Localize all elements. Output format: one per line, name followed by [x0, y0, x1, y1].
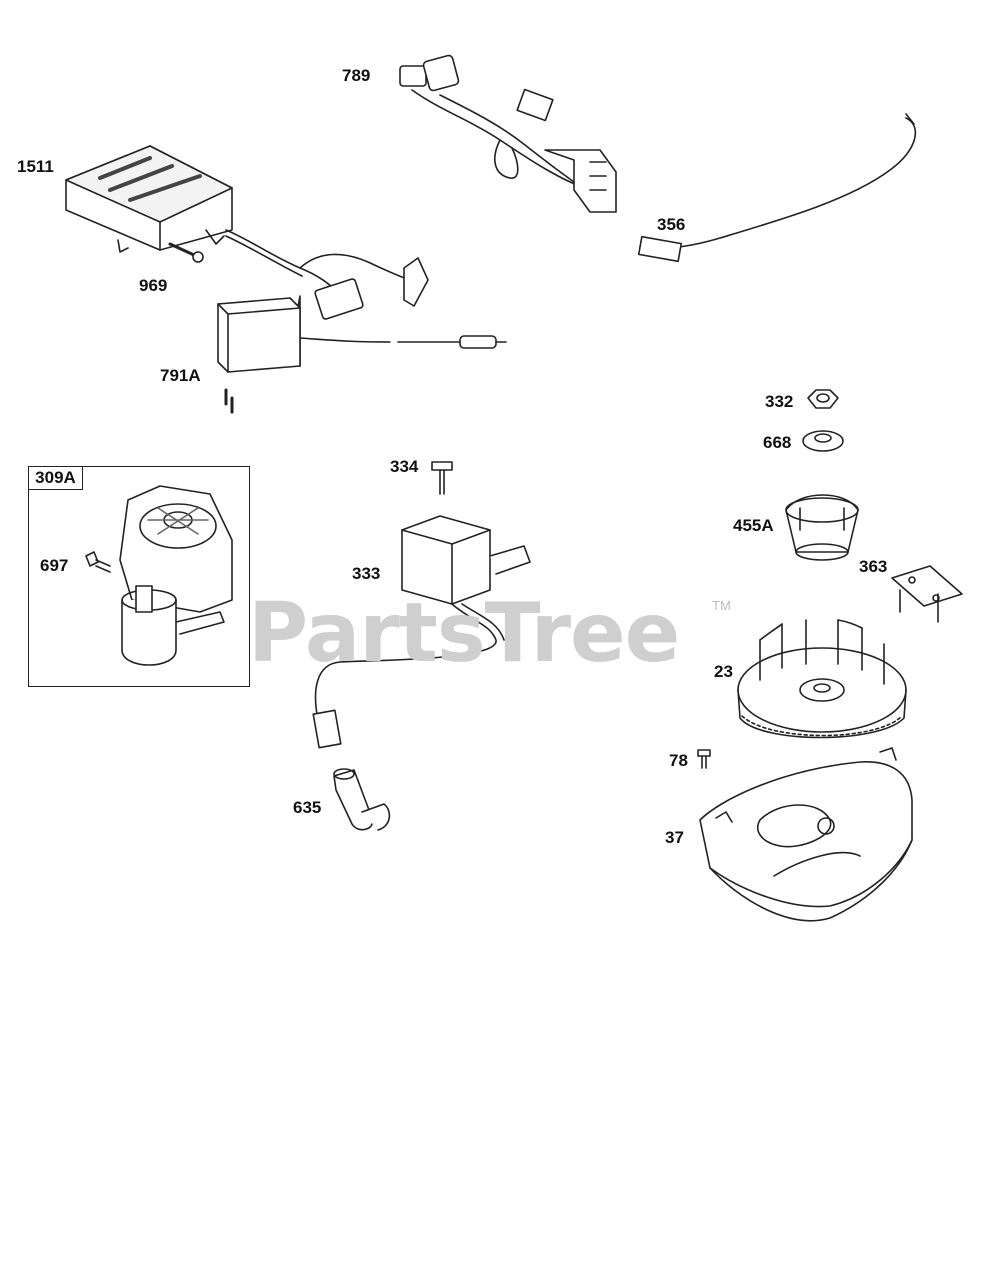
label-37[interactable]: 37 — [665, 828, 684, 847]
screw-969-part[interactable] — [168, 242, 204, 263]
bolt-334-part[interactable] — [431, 461, 453, 495]
label-333[interactable]: 333 — [352, 564, 381, 583]
cup-part[interactable] — [785, 494, 859, 561]
label-1511[interactable]: 1511 — [17, 157, 54, 176]
starter-assembly-part[interactable] — [119, 485, 233, 666]
label-332[interactable]: 332 — [765, 392, 794, 411]
battery-pack-part[interactable] — [65, 145, 429, 320]
charger-part[interactable] — [217, 295, 507, 414]
trademark-symbol: TM — [712, 598, 731, 613]
flywheel-part[interactable] — [737, 619, 907, 739]
label-363[interactable]: 363 — [859, 557, 888, 576]
lead-wire-part[interactable] — [637, 113, 916, 263]
label-697[interactable]: 697 — [40, 556, 69, 575]
label-789[interactable]: 789 — [342, 66, 371, 85]
nut-part[interactable] — [807, 389, 839, 409]
bracket-part[interactable] — [891, 565, 963, 623]
label-635[interactable]: 635 — [293, 798, 322, 817]
bolt-697-part[interactable] — [85, 551, 111, 573]
screw-78-part[interactable] — [697, 749, 711, 769]
watermark-text: PartsTree — [248, 586, 680, 681]
washer-part[interactable] — [802, 430, 844, 452]
label-78[interactable]: 78 — [669, 751, 688, 770]
spark-plug-boot-part[interactable] — [333, 768, 391, 831]
inset-frame — [28, 466, 250, 687]
label-969[interactable]: 969 — [139, 276, 168, 295]
label-334[interactable]: 334 — [390, 457, 419, 476]
label-668[interactable]: 668 — [763, 433, 792, 452]
wire-harness-part[interactable] — [399, 54, 617, 213]
label-455A[interactable]: 455A — [733, 516, 774, 535]
label-23[interactable]: 23 — [714, 662, 733, 681]
blower-housing-part[interactable] — [699, 747, 913, 922]
label-791A[interactable]: 791A — [160, 366, 201, 385]
inset-label[interactable]: 309A — [28, 466, 83, 490]
ignition-module-part[interactable] — [312, 515, 531, 749]
label-356[interactable]: 356 — [657, 215, 686, 234]
